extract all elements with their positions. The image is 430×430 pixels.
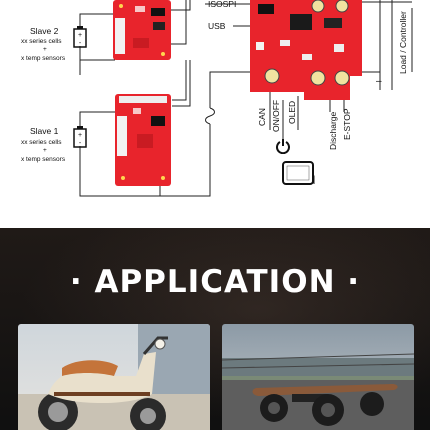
slave2-board bbox=[113, 0, 171, 60]
svg-text:+: + bbox=[78, 132, 82, 139]
oled-display-icon bbox=[282, 161, 314, 190]
slave1-board bbox=[115, 94, 171, 186]
svg-text:-: - bbox=[79, 140, 82, 147]
svg-text:-: - bbox=[79, 40, 82, 47]
oled-label: OLED bbox=[287, 100, 297, 124]
estop-label: E-STOP bbox=[342, 108, 352, 141]
can-label: CAN bbox=[257, 108, 267, 126]
slave2-cells: xx series cells bbox=[21, 38, 62, 45]
slave1-cells: xx series cells bbox=[21, 139, 62, 146]
application-title: · APPLICATION · bbox=[69, 264, 361, 300]
wiring-diagram: +- +- Slave 2 xx series cells + x temp s… bbox=[21, 0, 413, 197]
slave1-plus: + bbox=[43, 147, 47, 154]
svg-text:+: + bbox=[78, 32, 82, 39]
discharge-label: Discharge bbox=[328, 111, 338, 150]
power-icon bbox=[275, 138, 291, 159]
slave1-sensors: x temp sensors bbox=[21, 156, 66, 163]
slave1-title: Slave 1 bbox=[30, 126, 59, 136]
wiring-lines bbox=[79, 0, 413, 197]
minus-label: – bbox=[376, 76, 382, 87]
scooter-photo bbox=[18, 324, 210, 430]
master-board bbox=[250, 0, 362, 100]
battery-icon: +- bbox=[73, 26, 87, 53]
load-controller-label: Load / Controller bbox=[398, 11, 408, 74]
isospi-label: ISOSPI bbox=[208, 0, 237, 9]
slave2-plus: + bbox=[43, 46, 47, 53]
onoff-label: ON/OFF bbox=[271, 99, 281, 132]
slave2-title: Slave 2 bbox=[30, 26, 59, 36]
application-section: · APPLICATION · bbox=[0, 228, 430, 430]
battery-icon: +- bbox=[73, 126, 87, 153]
slave2-sensors: x temp sensors bbox=[21, 55, 66, 62]
usb-label: USB bbox=[208, 21, 226, 31]
skateboard-photo bbox=[222, 324, 414, 430]
